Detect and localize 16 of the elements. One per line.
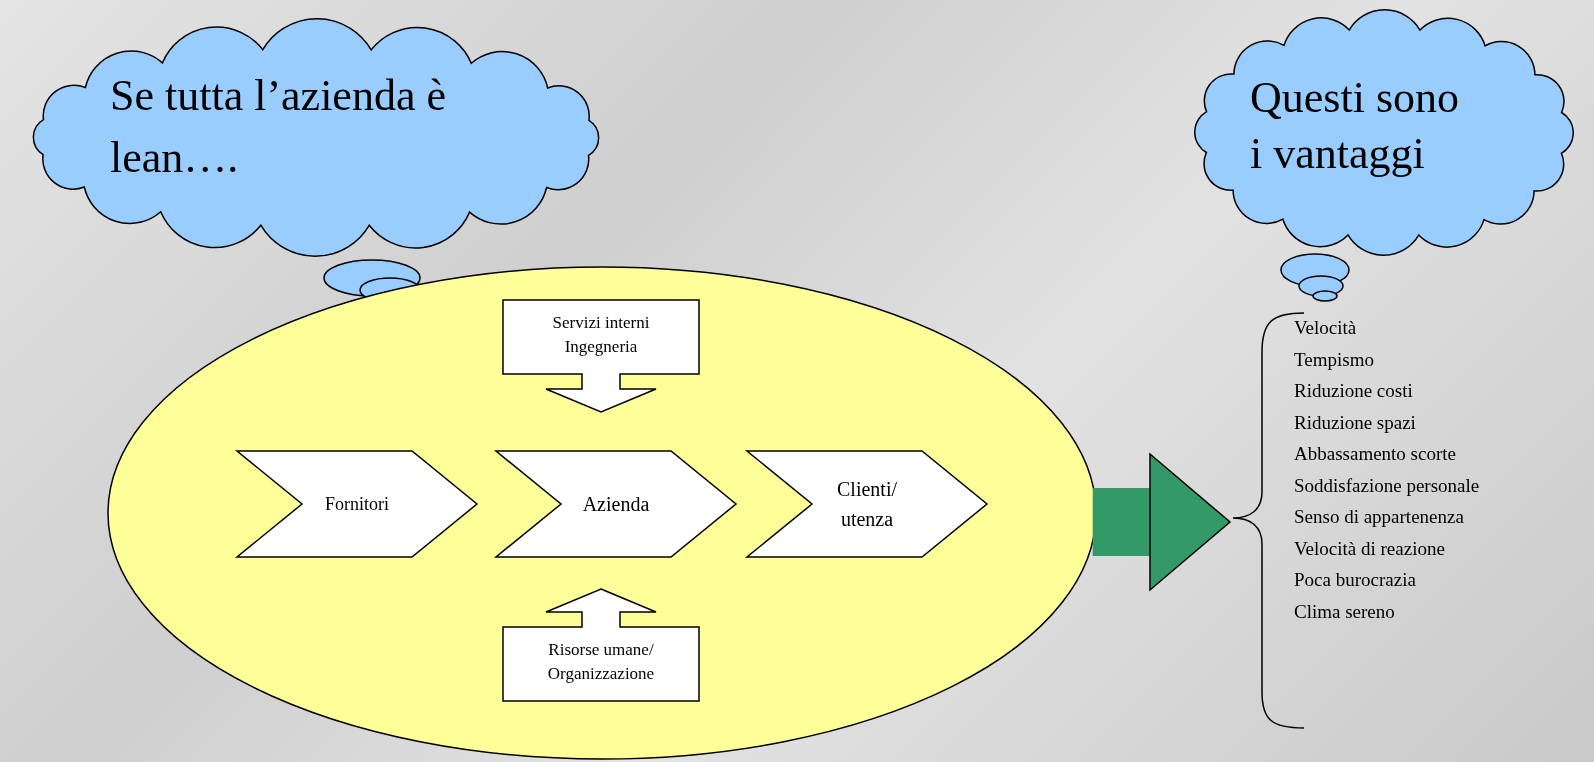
- node-label: Clienti/ utenza: [836, 477, 898, 532]
- node-label: Fornitori: [324, 493, 390, 516]
- list-item: Velocità: [1294, 316, 1357, 340]
- list-item: Poca burocrazia: [1294, 568, 1416, 592]
- list-item: Soddisfazione personale: [1294, 473, 1480, 498]
- node-label: Risorse umane/ Organizzazione: [546, 639, 656, 685]
- list-item: Riduzione spazi: [1294, 410, 1416, 435]
- list-item: Abbassamento scorte: [1294, 442, 1456, 466]
- list-item: Senso di appartenenza: [1294, 505, 1464, 529]
- node-label: Azienda: [581, 492, 651, 517]
- list-item: Clima sereno: [1294, 599, 1395, 624]
- list-item: Velocità di reazione: [1294, 536, 1445, 561]
- list-item: Riduzione costi: [1294, 379, 1413, 403]
- block-arrow: [1092, 453, 1231, 591]
- list-item: Tempismo: [1294, 347, 1374, 372]
- node-label: Servizi interni Ingegneria: [551, 312, 651, 358]
